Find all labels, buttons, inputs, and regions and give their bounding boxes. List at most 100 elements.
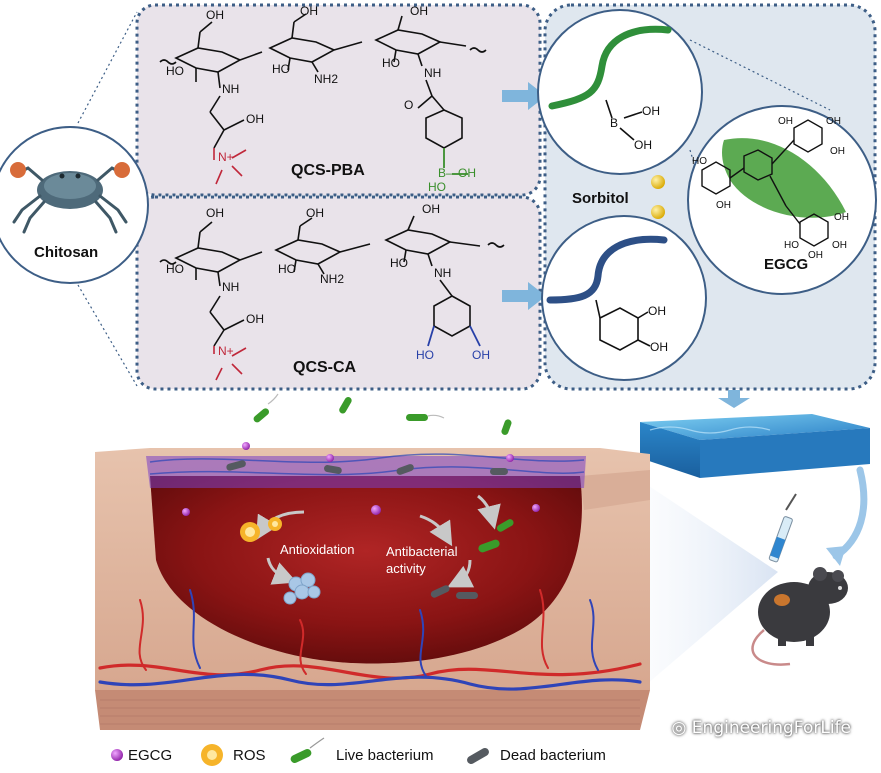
- chitosan-source: [0, 126, 149, 284]
- legend-ros-label: ROS: [233, 746, 266, 764]
- qcs-ca-label: QCS-CA: [293, 359, 357, 376]
- egcg-dot-icon: [182, 508, 190, 516]
- dead-bacterium-icon: [323, 465, 342, 474]
- chitosan-label: Chitosan: [34, 244, 99, 261]
- hydrogel-film: [146, 453, 586, 488]
- egcg-oh-1: OH: [778, 116, 793, 127]
- legend-ros: ROS: [233, 742, 266, 768]
- sorbitol-label: Sorbitol: [572, 190, 629, 207]
- pba-oh-2: OH: [300, 4, 318, 18]
- egcg-ho-1: HO: [692, 156, 707, 167]
- panel-to-hydrogel-arrow: [718, 390, 750, 408]
- live-bacteria: [253, 393, 514, 553]
- live-bacterium-icon: [501, 419, 512, 435]
- watermark: ◎ EngineeringForLife: [672, 718, 851, 738]
- qcs-ca-quat-group: [213, 346, 247, 381]
- ros-icon: [201, 744, 223, 766]
- pba-oh-1: OH: [206, 8, 224, 22]
- pba-zoom-circle: [537, 9, 703, 175]
- mouse-icon: [751, 567, 848, 666]
- sorbitol-spheres: [651, 175, 665, 219]
- egcg-oh-3: OH: [830, 146, 845, 157]
- egcg-oh-2: OH: [826, 116, 841, 127]
- application-beam: [640, 480, 778, 690]
- ros-particles: [240, 517, 282, 542]
- egcg-ho-2: HO: [784, 240, 799, 251]
- live-bacterium-icon: [406, 414, 445, 421]
- ca-oh-2: OH: [306, 206, 324, 220]
- dead-bacterium-icon: [456, 592, 478, 599]
- pba-nh-1: NH: [222, 82, 240, 96]
- ca-to-circle-arrow: [502, 282, 546, 310]
- tea-leaf-icon: [722, 138, 846, 218]
- ca-oh-catechol: OH: [472, 348, 490, 362]
- ca-ho-2: HO: [278, 262, 296, 276]
- ros-icon: [268, 517, 282, 531]
- ca-oh-side: OH: [246, 312, 264, 326]
- watermark-text: EngineeringForLife: [691, 718, 851, 738]
- dead-bacterium-icon: [467, 748, 489, 764]
- neutralized-ros-cluster: [283, 572, 321, 605]
- dead-bacterium-icon: [490, 468, 508, 475]
- egcg-dots: [182, 442, 540, 516]
- live-bacterium-icon: [339, 396, 352, 414]
- antioxidation-label: Antioxidation: [280, 542, 355, 557]
- legend-live-bacterium: Live bacterium: [336, 742, 434, 768]
- wechat-icon: ◎: [671, 718, 692, 738]
- legend-egcg: EGCG: [128, 742, 172, 768]
- antibacterial-label-line2: activity: [386, 561, 426, 576]
- pba-oh-side: OH: [246, 112, 264, 126]
- pba-o-amide: O: [404, 98, 414, 112]
- legend-live-bacterium-label: Live bacterium: [336, 746, 434, 764]
- egcg-oh-7: OH: [808, 250, 823, 261]
- qcs-pba-boronic-group: [443, 148, 468, 175]
- qcs-pba-structure: [159, 13, 487, 149]
- ca-ho-3: HO: [390, 256, 408, 270]
- pba-nh2: NH2: [314, 72, 339, 86]
- live-bacterium-icon: [478, 539, 500, 553]
- egcg-dot-icon: [111, 749, 123, 761]
- legend-dead-bacterium-label: Dead bacterium: [500, 746, 606, 764]
- ca-nh-1: NH: [222, 280, 240, 294]
- qcs-ca-panel: [135, 195, 542, 391]
- egcg-zoom-circle: [687, 105, 877, 295]
- live-bacterium-icon: [253, 393, 279, 423]
- qcs-ca-structure: [159, 215, 505, 347]
- crab-icon: [10, 162, 130, 234]
- pba-oh-3: OH: [410, 4, 428, 18]
- pba-to-circle-arrow: [502, 82, 546, 110]
- dead-bacterium-icon: [430, 585, 450, 598]
- qcs-pba-panel: [135, 3, 542, 197]
- chitosan-connector-lines: [77, 11, 138, 387]
- pba-ho-1: HO: [166, 64, 184, 78]
- live-bacterium-icon: [290, 737, 325, 763]
- live-bacterium-icon: [496, 519, 514, 532]
- legend-icons: [111, 737, 489, 766]
- dead-bacterium-icon: [396, 464, 414, 475]
- hydrogel-block: [640, 414, 870, 478]
- egcg-dot-icon: [242, 442, 250, 450]
- ros-icon: [240, 522, 260, 542]
- dead-bacteria: [226, 460, 508, 599]
- antibacterial-label-line1: Antibacterial: [386, 544, 458, 559]
- legend-egcg-label: EGCG: [128, 746, 173, 764]
- zoom-b-oh-2: OH: [634, 138, 652, 152]
- ca-ho-catechol: HO: [416, 348, 434, 362]
- egcg-oh-6: OH: [832, 240, 847, 251]
- legend-dead-bacterium: Dead bacterium: [500, 742, 606, 768]
- dead-bacterium-icon: [226, 460, 246, 471]
- zoom-b-oh-1: OH: [642, 104, 660, 118]
- qcs-ca-catechol-group: [427, 325, 481, 347]
- ca-nh-2: NH: [434, 266, 452, 280]
- pba-ho-3: HO: [382, 56, 400, 70]
- hydrogel-to-mouse-arrow: [832, 466, 868, 560]
- qcs-pba-label: QCS-PBA: [291, 162, 365, 179]
- pba-b-oh: B—OH: [438, 166, 477, 180]
- egcg-dot-icon: [532, 504, 540, 512]
- pba-n-plus: N+: [218, 150, 234, 164]
- zoom-cat-oh-1: OH: [648, 304, 666, 318]
- blood-vessels: [98, 589, 642, 691]
- ca-oh-1: OH: [206, 206, 224, 220]
- syringe-icon: [768, 493, 797, 563]
